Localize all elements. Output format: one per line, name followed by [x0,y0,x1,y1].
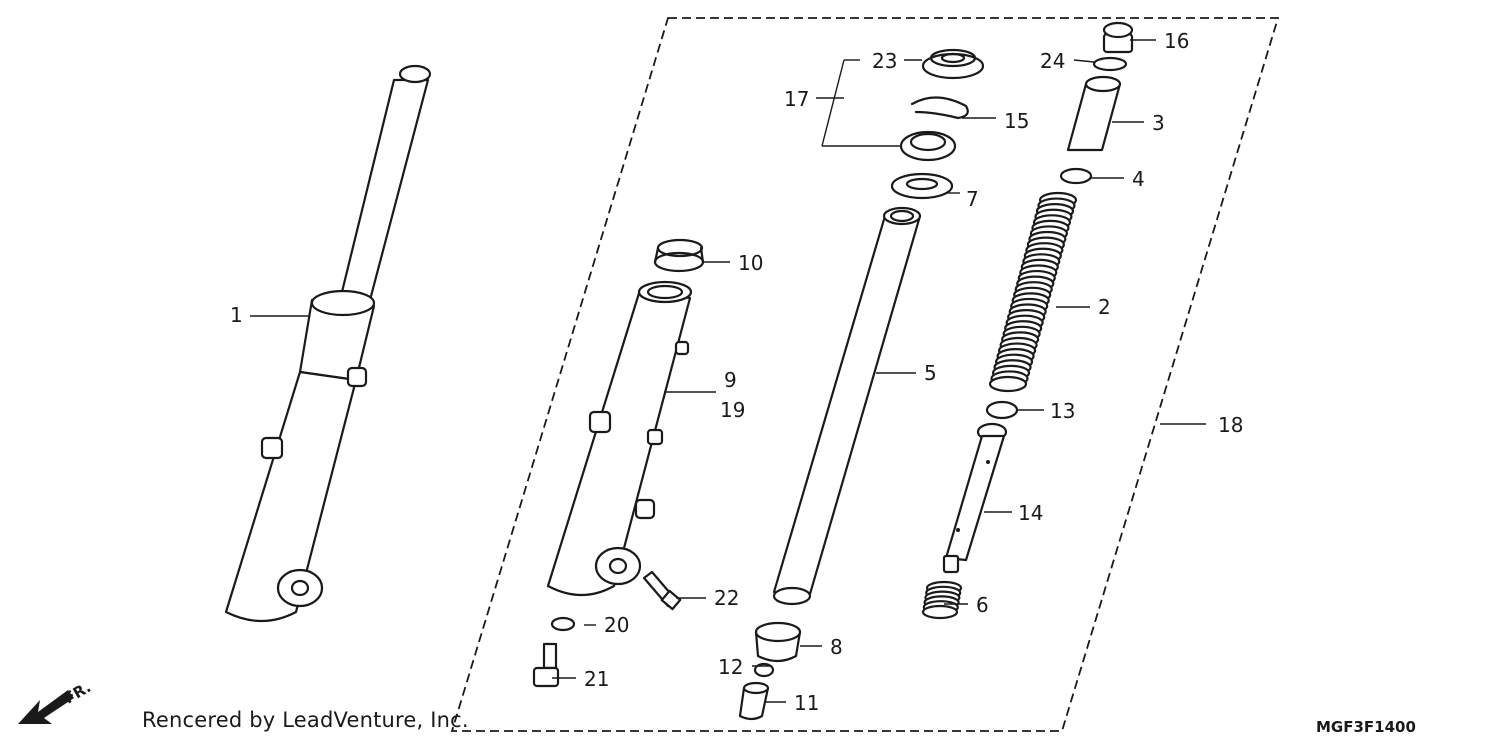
callout-24: 24 [1040,49,1065,73]
callout-7: 7 [966,187,979,211]
callout-11: 11 [794,691,819,715]
part-5-inner-tube[interactable] [772,206,922,606]
part-7-ring[interactable] [890,172,954,200]
diagram-code: MGF3F1400 [1316,718,1416,736]
callout-9: 9 [724,368,737,392]
callout-16: 16 [1164,29,1189,53]
part-1-fork-assembly[interactable] [224,64,432,622]
part-14-damper-rod[interactable] [942,422,1008,574]
part-13-ring[interactable] [985,400,1019,420]
part-21-drain-bolt[interactable] [532,642,560,688]
callout-3: 3 [1152,111,1165,135]
callout-14: 14 [1018,501,1043,525]
callout-1: 1 [230,303,243,327]
callout-17: 17 [784,87,809,111]
callout-13: 13 [1050,399,1075,423]
part-15-circlip[interactable] [910,96,969,120]
part-9-outer-slider[interactable] [546,280,693,596]
callout-10: 10 [738,251,763,275]
part-oil-seal[interactable] [899,130,957,162]
part-22-bolt[interactable] [642,570,682,611]
spring-coil [921,604,959,620]
part-8-bushing[interactable] [754,621,802,663]
part-16-fork-cap[interactable] [1102,21,1134,54]
assembly-frame [450,17,1280,732]
callout-20: 20 [604,613,629,637]
part-4-spring-seat[interactable] [1059,167,1093,185]
callout-22: 22 [714,586,739,610]
callout-6: 6 [976,593,989,617]
part-6-rebound-spring[interactable] [921,580,963,620]
callout-19: 19 [720,398,745,422]
front-direction-arrow-icon [18,690,74,724]
part-24-o-ring[interactable] [1092,56,1128,72]
callout-5: 5 [924,361,937,385]
spring-coil [988,375,1028,393]
callout-4: 4 [1132,167,1145,191]
callout-8: 8 [830,635,843,659]
part-3-spacer[interactable] [1066,75,1122,152]
callout-15: 15 [1004,109,1029,133]
callout-12: 12 [718,655,743,679]
leader-lines [250,39,1206,703]
part-23-top-seal[interactable] [921,48,985,80]
part-2-fork-spring[interactable] [988,191,1078,393]
callout-18: 18 [1218,413,1243,437]
part-10-dust-seal[interactable] [653,238,705,273]
part-20-washer[interactable] [550,616,576,632]
part-12-washer[interactable] [753,662,775,678]
part-11-oil-lock-piece[interactable] [738,681,770,721]
callout-23: 23 [872,49,897,73]
callout-21: 21 [584,667,609,691]
credit-text: Rencered by LeadVenture, Inc. [142,708,469,732]
callout-2: 2 [1098,295,1111,319]
